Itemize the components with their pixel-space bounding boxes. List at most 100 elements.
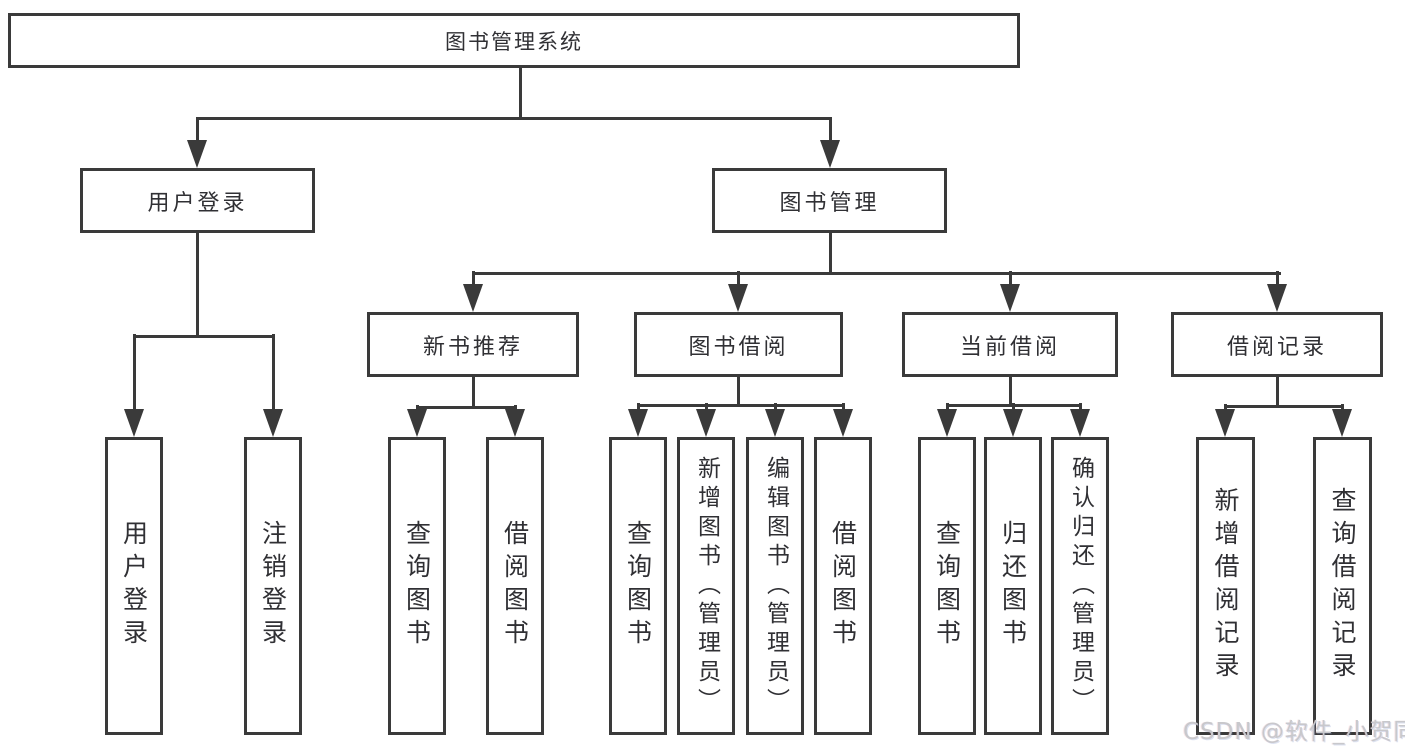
leaf-logout: 注销登录 [244, 437, 302, 735]
node-library-management-system: 图书管理系统 [8, 13, 1020, 68]
line-borrow-record-stem [1275, 377, 1279, 407]
arrow-to-new-book-recommend [463, 271, 483, 312]
arrowhead-icon [187, 140, 207, 168]
arrow-to-leaf-query-books-recommend [407, 405, 427, 437]
leaf-return-books: 归还图书 [984, 437, 1042, 735]
leaf-add-borrow-record: 新增借阅记录 [1196, 437, 1255, 735]
line-book-mgmt-stem [828, 233, 832, 274]
arrowhead-icon [820, 140, 840, 168]
arrow-to-leaf-query-books-borrow [628, 403, 648, 437]
leaf-add-books-admin: 新增图书（管理员） [677, 437, 735, 735]
node-label: 图书管理 [779, 190, 880, 216]
arrow-to-borrow-record [1267, 271, 1287, 312]
arrowhead-icon [696, 409, 716, 437]
leaf-query-books-borrow: 查询图书 [609, 437, 667, 735]
leaf-query-borrow-record: 查询借阅记录 [1313, 437, 1372, 735]
arrowhead-icon [1215, 409, 1235, 437]
node-label: 借阅图书 [500, 520, 530, 652]
arrow-to-leaf-logout [263, 334, 283, 437]
line-current-borrow-stem [1008, 377, 1012, 406]
arrowhead-icon [1267, 284, 1287, 312]
leaf-borrow-books-recommend: 借阅图书 [486, 437, 544, 735]
arrowhead-icon [1070, 409, 1090, 437]
node-label: 归还图书 [998, 520, 1028, 652]
node-label: 确认归还（管理员） [1067, 455, 1094, 717]
arrow-shaft [841, 403, 845, 413]
arrow-shaft [1340, 404, 1344, 413]
arrow-to-leaf-confirm-return [1070, 403, 1090, 437]
arrowhead-icon [628, 409, 648, 437]
node-borrow-record: 借阅记录 [1171, 312, 1383, 377]
node-label: 查询图书 [932, 520, 962, 652]
arrowhead-icon [263, 409, 283, 437]
leaf-confirm-return-admin: 确认归还（管理员） [1051, 437, 1109, 735]
arrowhead-icon [728, 284, 748, 312]
line-user-login-bus [132, 334, 275, 338]
arrow-to-leaf-borrow-books [833, 403, 853, 437]
arrow-shaft [704, 403, 708, 413]
arrowhead-icon [1003, 409, 1023, 437]
arrowhead-icon [407, 409, 427, 437]
arrow-shaft [1011, 403, 1015, 413]
node-label: 借阅图书 [828, 520, 858, 652]
arrow-shaft [132, 334, 136, 413]
line-new-book-recommend-stem [471, 377, 475, 408]
arrow-to-leaf-add-borrow-record [1215, 404, 1235, 437]
node-label: 借阅记录 [1226, 334, 1327, 360]
arrow-shaft [828, 117, 832, 144]
line-user-login-stem [195, 233, 199, 337]
node-book-management: 图书管理 [712, 168, 947, 233]
arrow-shaft [1008, 271, 1012, 288]
node-label: 新书推荐 [422, 334, 523, 360]
node-book-borrow: 图书借阅 [634, 312, 843, 377]
csdn-watermark: CSDN @软件_小贺同学 [1183, 719, 1405, 745]
arrow-shaft [1223, 404, 1227, 413]
line-root-bus [195, 117, 832, 120]
arrow-to-leaf-query-books-current [937, 403, 957, 437]
arrowhead-icon [937, 409, 957, 437]
line-book-borrow-stem [736, 377, 740, 406]
node-label: 图书借阅 [688, 334, 789, 360]
node-label: 注销登录 [258, 520, 288, 652]
node-label: 用户登录 [119, 520, 149, 652]
arrowhead-icon [463, 284, 483, 312]
node-label: 编辑图书（管理员） [762, 455, 789, 717]
leaf-query-books-current: 查询图书 [918, 437, 976, 735]
arrow-to-leaf-query-borrow-record [1332, 404, 1352, 437]
arrowhead-icon [1332, 409, 1352, 437]
arrow-to-book-borrow [728, 271, 748, 312]
leaf-user-login: 用户登录 [105, 437, 163, 735]
node-label: 新增图书（管理员） [693, 455, 720, 717]
arrow-shaft [1275, 271, 1279, 288]
arrow-shaft [271, 334, 275, 413]
arrow-to-leaf-user-login [124, 334, 144, 437]
line-root-stem [518, 68, 522, 119]
node-label: 当前借阅 [959, 334, 1060, 360]
arrow-shaft [195, 117, 199, 144]
arrowhead-icon [1000, 284, 1020, 312]
arrow-to-book-mgmt [820, 117, 840, 168]
arrow-to-leaf-borrow-books-recommend [505, 405, 525, 437]
leaf-edit-books-admin: 编辑图书（管理员） [746, 437, 804, 735]
arrow-shaft [736, 271, 740, 288]
leaf-query-books-recommend: 查询图书 [388, 437, 446, 735]
arrowhead-icon [765, 409, 785, 437]
node-user-login: 用户登录 [80, 168, 315, 233]
arrow-shaft [773, 403, 777, 413]
node-label: 图书管理系统 [445, 29, 583, 54]
arrow-to-leaf-return-books [1003, 403, 1023, 437]
arrow-shaft [945, 403, 949, 413]
node-label: 查询图书 [402, 520, 432, 652]
arrow-shaft [1078, 403, 1082, 413]
node-label: 新增借阅记录 [1211, 487, 1240, 685]
line-book-borrow-bus [636, 403, 845, 407]
arrow-to-user-login [187, 117, 207, 168]
arrowhead-icon [833, 409, 853, 437]
node-label: 查询图书 [623, 520, 653, 652]
arrow-shaft [471, 271, 475, 288]
line-new-book-recommend-bus [415, 405, 517, 409]
line-borrow-record-bus [1223, 404, 1344, 408]
node-current-borrow: 当前借阅 [902, 312, 1118, 377]
arrowhead-icon [124, 409, 144, 437]
